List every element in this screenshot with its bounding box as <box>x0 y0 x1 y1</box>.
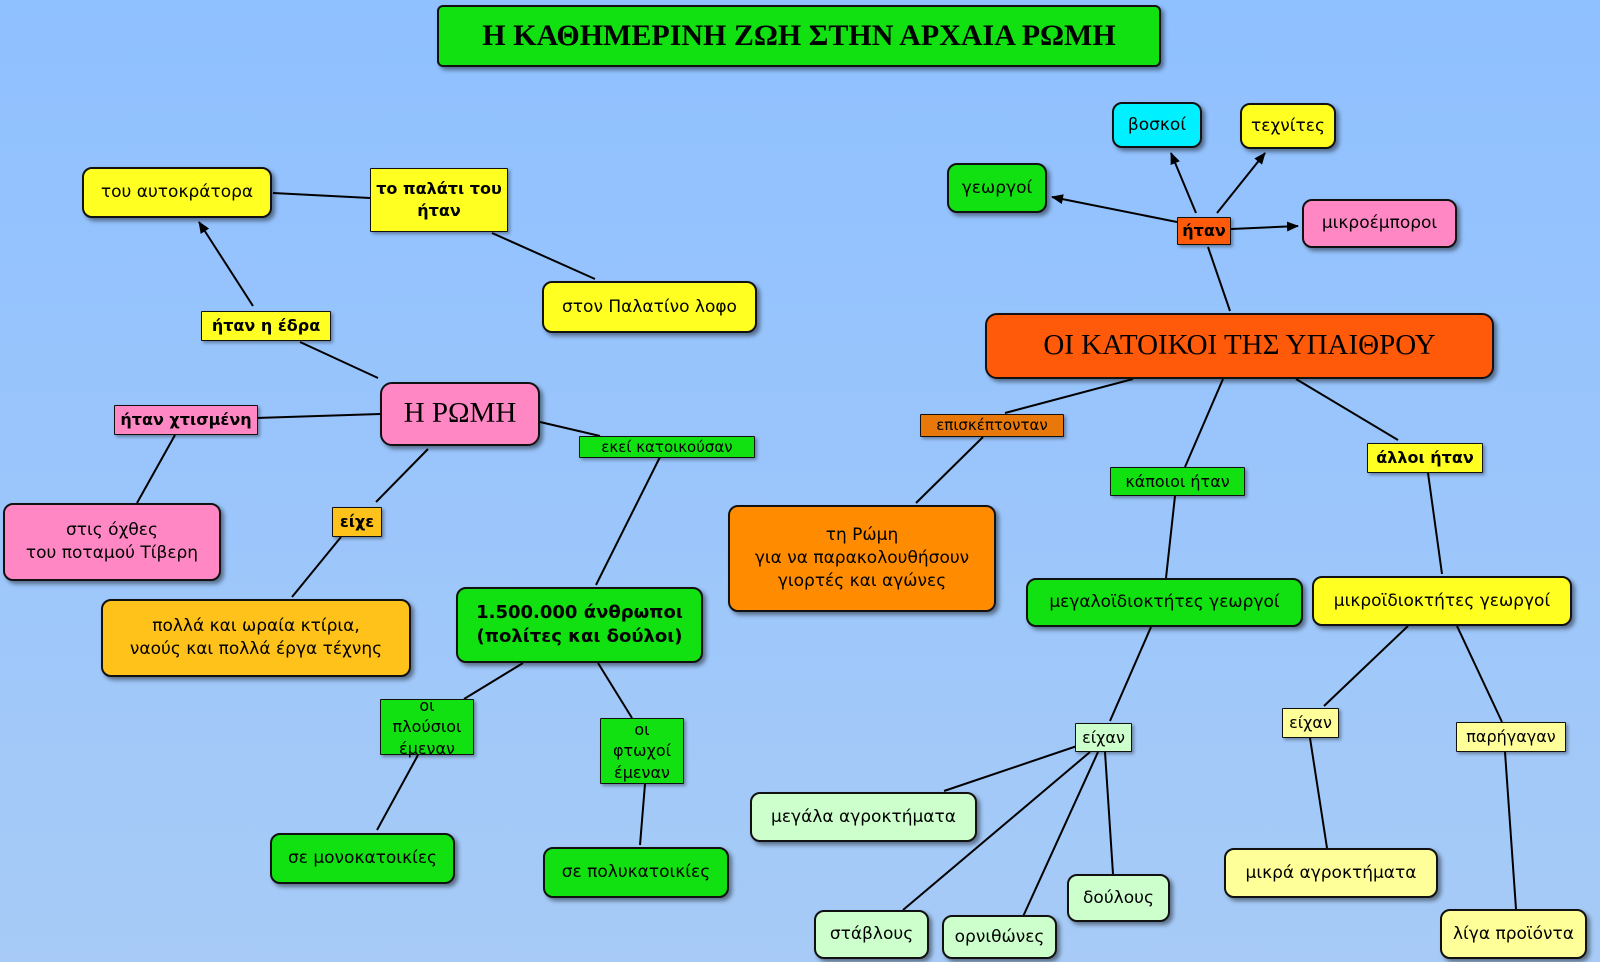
node-alloi[interactable]: άλλοι ήταν <box>1367 443 1483 473</box>
node-eixan-left[interactable]: είχαν <box>1075 723 1132 752</box>
node-ornithones[interactable]: ορνιθώνες <box>942 915 1057 959</box>
link-anthropoi-ftoxoi <box>597 662 633 719</box>
node-doulous[interactable]: δούλους <box>1067 874 1170 922</box>
node-monokatoikies[interactable]: σε μονοκατοικίες <box>270 833 455 884</box>
node-ti-romi[interactable]: τη Ρώμη για να παρακολουθήσουν γιορτές κ… <box>728 505 996 612</box>
link-episkeptontan-ti-romi <box>915 436 984 504</box>
node-texnites[interactable]: τεχνίτες <box>1240 103 1336 149</box>
node-tou-autokratora[interactable]: του αυτοκράτορα <box>82 167 272 218</box>
node-ekei-katoikousan[interactable]: εκεί κατοικούσαν <box>579 436 755 458</box>
node-anthropoi[interactable]: 1.500.000 άνθρωποι (πολίτες και δούλοι) <box>456 587 703 663</box>
node-eixe[interactable]: είχε <box>332 507 382 537</box>
node-palati[interactable]: το παλάτι του ήταν <box>370 168 508 232</box>
link-katoikoi-episkeptontan <box>1004 378 1134 414</box>
node-megala-agrokt[interactable]: μεγάλα αγροκτήματα <box>750 792 977 842</box>
link-eixan-ornithones <box>1020 751 1099 922</box>
node-mikra-agrokt[interactable]: μικρά αγροκτήματα <box>1224 848 1438 898</box>
map-title: Η ΚΑΘΗΜΕΡΙΝΗ ΖΩΗ ΣΤΗΝ ΑΡΧΑΙΑ ΡΩΜΗ <box>437 5 1161 67</box>
node-mikroidioktites[interactable]: μικροϊδιοκτήτες γεωργοί <box>1312 576 1572 626</box>
node-eixan-right[interactable]: είχαν <box>1282 708 1339 738</box>
link-xtismeni-oxthes <box>136 434 176 504</box>
link-alloi-mikroid <box>1427 472 1443 575</box>
node-parigagan[interactable]: παρήγαγαν <box>1456 722 1566 752</box>
node-katoikoi[interactable]: ΟΙ ΚΑΤΟΙΚΟΙ ΤΗΣ ΥΠΑΙΘΡΟΥ <box>985 313 1494 379</box>
link-plousioi-mono <box>376 754 419 831</box>
link-anthropoi-plousioi <box>463 662 524 700</box>
link-eixan-megala <box>943 744 1081 792</box>
link-roma-ekei <box>539 421 601 437</box>
node-mikroemporoi[interactable]: μικροέμποροι <box>1302 199 1457 248</box>
node-liga-proionta[interactable]: λίγα προϊόντα <box>1440 909 1587 959</box>
node-ftoxoi[interactable]: οι φτωχοί έμεναν <box>600 718 684 784</box>
node-palatino[interactable]: στον Παλατίνο λοφο <box>542 281 757 333</box>
node-megaloidioktites[interactable]: μεγαλοϊδιοκτήτες γεωργοί <box>1026 578 1303 627</box>
link-megaloid-eixan <box>1109 626 1152 722</box>
link-eixan-stavlous <box>902 751 1091 911</box>
link-kapoioi-megaloid <box>1165 495 1176 579</box>
node-polykatoikies[interactable]: σε πολυκατοικίες <box>543 847 729 898</box>
link-itan-edra-autokratora <box>198 221 254 307</box>
link-mikroid-parigagan <box>1456 625 1503 723</box>
node-ktiria[interactable]: πολλά και ωραία κτίρια, ναούς και πολλά … <box>101 599 411 677</box>
link-parigagan-liga <box>1504 751 1517 910</box>
node-plousioi[interactable]: οι πλούσιοι έμεναν <box>380 696 474 758</box>
link-katoikoi-kapoioi <box>1184 378 1224 468</box>
link-eixan-doulous <box>1104 751 1114 875</box>
node-stavlous[interactable]: στάβλους <box>814 910 929 959</box>
node-kapoioi[interactable]: κάποιοι ήταν <box>1110 467 1245 496</box>
link-roma-eixe <box>375 448 429 503</box>
node-xtismeni[interactable]: ήταν χτισμένη <box>114 405 258 435</box>
node-georgoi[interactable]: γεωργοί <box>947 163 1047 213</box>
link-mikroid-eixan <box>1323 625 1409 707</box>
link-roma-xtismeni <box>255 413 381 419</box>
link-itan-mikroemporoi <box>1230 221 1299 232</box>
node-oxthes[interactable]: στις όχθες του ποταμού Τίβερη <box>3 503 221 581</box>
node-itan-top[interactable]: ήταν <box>1177 217 1231 245</box>
link-katoikoi-itan <box>1207 246 1231 312</box>
node-itan-edra[interactable]: ήταν η έδρα <box>201 311 331 341</box>
node-voskoi[interactable]: βοσκοί <box>1112 102 1202 148</box>
link-ftoxoi-poly <box>639 783 646 846</box>
node-roma[interactable]: Η ΡΩΜΗ <box>380 382 540 446</box>
link-eixe-ktiria <box>291 536 342 598</box>
link-itan-texnites <box>1216 152 1266 214</box>
link-katoikoi-alloi <box>1295 378 1399 441</box>
link-ekei-anthropoi <box>595 456 661 586</box>
node-episkeptontan[interactable]: επισκέπτονταν <box>920 414 1064 437</box>
link-roma-itan-edra <box>299 341 379 379</box>
link-itan-georgoi <box>1051 194 1178 223</box>
link-eixan-mikra <box>1309 737 1328 849</box>
link-palati-autokratora <box>272 192 371 199</box>
link-itan-voskoi <box>1170 152 1197 214</box>
link-palati-palatino <box>491 232 596 280</box>
